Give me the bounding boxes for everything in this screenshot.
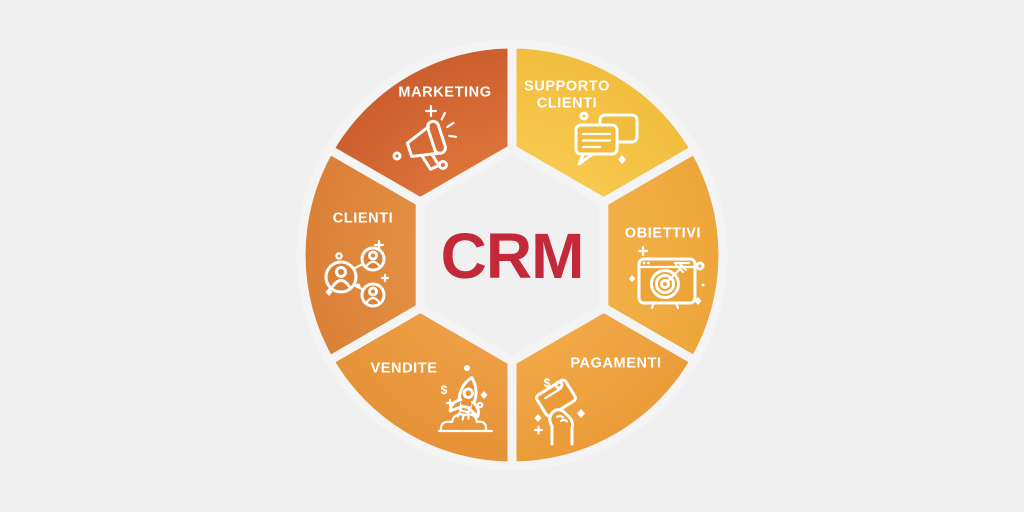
segment-label-vendite: VENDITE — [370, 360, 438, 377]
segment-label-supporto-clienti: SUPPORTO CLIENTI — [524, 78, 610, 111]
segment-label-pagamenti: PAGAMENTI — [570, 355, 662, 372]
rocket-icon: $ — [437, 365, 494, 433]
hand-credit-card-icon: $ — [533, 376, 585, 446]
segment-label-marketing: MARKETING — [398, 84, 492, 101]
people-network-icon — [324, 239, 390, 308]
svg-text:$: $ — [544, 376, 551, 390]
target-browser-icon — [628, 245, 705, 310]
chat-bubbles-icon — [574, 111, 639, 166]
svg-text:$: $ — [441, 383, 448, 397]
segment-label-obiettivi: OBIETTIVI — [624, 225, 702, 242]
center-title: CRM — [441, 220, 584, 292]
megaphone-icon — [392, 104, 457, 171]
segment-label-clienti: CLIENTI — [332, 210, 394, 227]
segment-clienti — [296, 145, 425, 365]
